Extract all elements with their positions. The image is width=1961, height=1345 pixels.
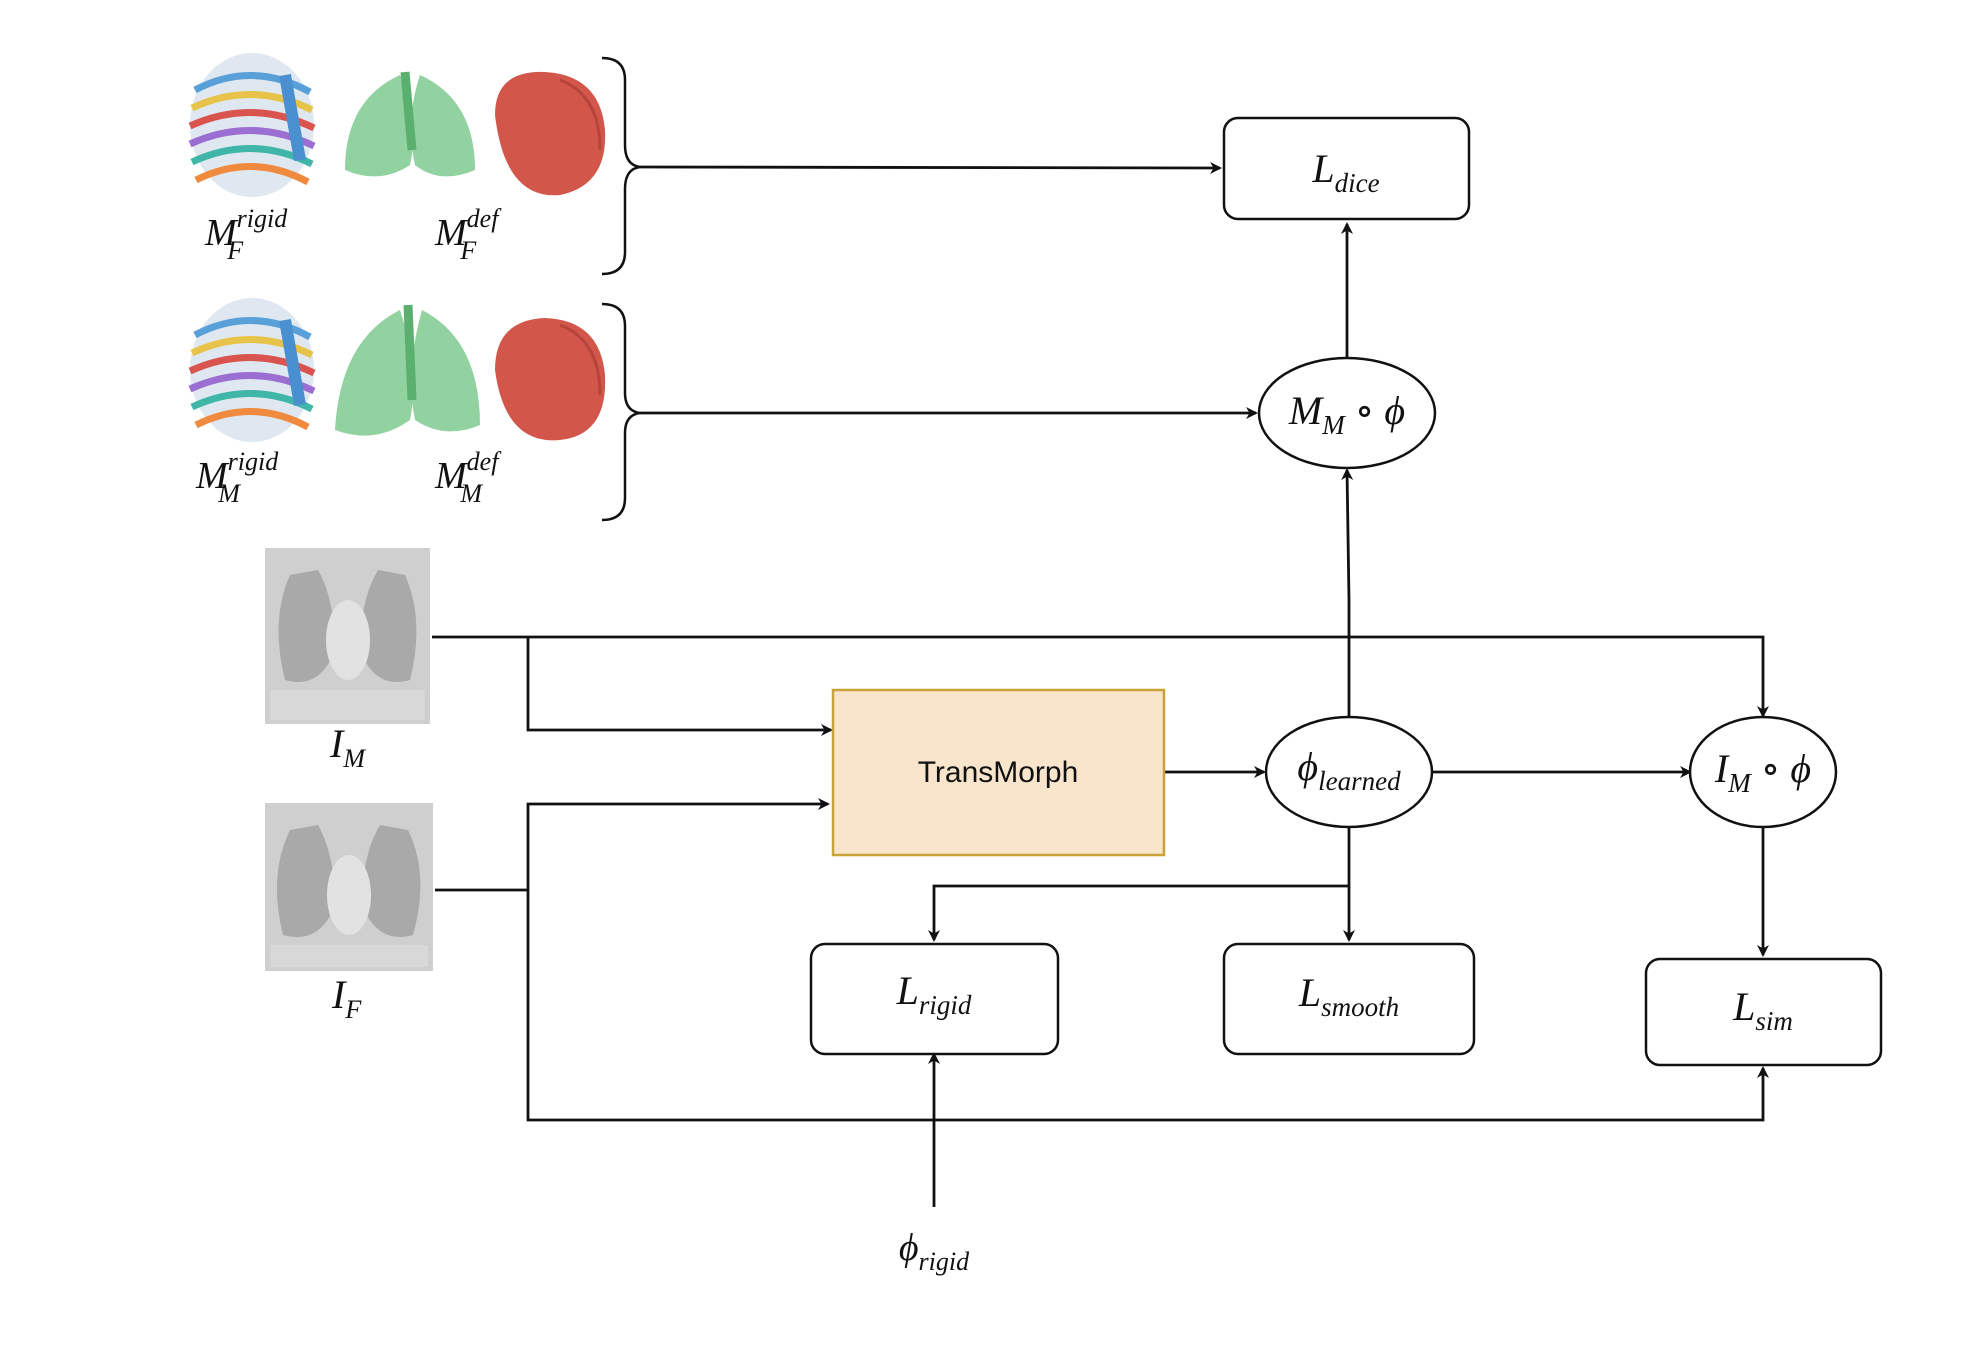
brace-moving-masks — [601, 302, 641, 522]
edge-im-to-transmorph — [526, 637, 833, 736]
edge-phi-to-mmphi — [1341, 468, 1354, 717]
lung-vessel-mask-thumbnail-moving — [335, 304, 480, 436]
node-l-rigid: Lrigid — [809, 942, 1060, 1056]
svg-text:Ldice: Ldice — [1311, 146, 1379, 198]
edge-if-to-lsim — [526, 890, 1769, 1122]
node-l-dice: Ldice — [1222, 116, 1471, 221]
svg-text:IM ∘ ϕ: IM ∘ ϕ — [1714, 746, 1811, 798]
label-im: IM — [329, 721, 366, 773]
svg-text:MM ∘ ϕ: MM ∘ ϕ — [1288, 388, 1405, 440]
svg-text:Lsim: Lsim — [1732, 984, 1793, 1036]
lobe-mask-thumbnail-moving — [495, 318, 606, 441]
node-transmorph: TransMorph — [831, 688, 1166, 857]
label-phi-rigid: ϕrigid — [899, 1227, 970, 1276]
edge-im-to-imphi — [432, 635, 1769, 718]
rib-mask-thumbnail-moving — [188, 298, 316, 442]
brace-fixed-masks — [601, 56, 641, 276]
label-if: IF — [331, 972, 362, 1024]
node-phi-learned: ϕlearned — [1264, 715, 1434, 829]
svg-text:TransMorph: TransMorph — [918, 756, 1079, 789]
svg-text:ϕlearned: ϕlearned — [1297, 744, 1401, 796]
node-l-sim: Lsim — [1644, 957, 1883, 1067]
node-l-smooth: Lsmooth — [1222, 942, 1476, 1056]
lobe-mask-thumbnail-fixed — [495, 71, 606, 196]
node-im-phi: IM ∘ ϕ — [1688, 715, 1838, 829]
lung-vessel-mask-thumbnail-fixed — [345, 71, 475, 177]
svg-text:Lrigid: Lrigid — [896, 968, 972, 1020]
ct-image-fixed — [265, 803, 433, 971]
rib-mask-thumbnail-fixed — [188, 53, 316, 197]
edge-fixed-masks-to-ldice — [639, 161, 1222, 174]
node-mm-phi: MM ∘ ϕ — [1257, 356, 1437, 470]
svg-text:Lsmooth: Lsmooth — [1298, 970, 1399, 1022]
edge-if-to-transmorph — [435, 798, 830, 892]
ct-image-moving — [265, 548, 430, 724]
edge-phi-to-lrigid — [928, 884, 1349, 942]
